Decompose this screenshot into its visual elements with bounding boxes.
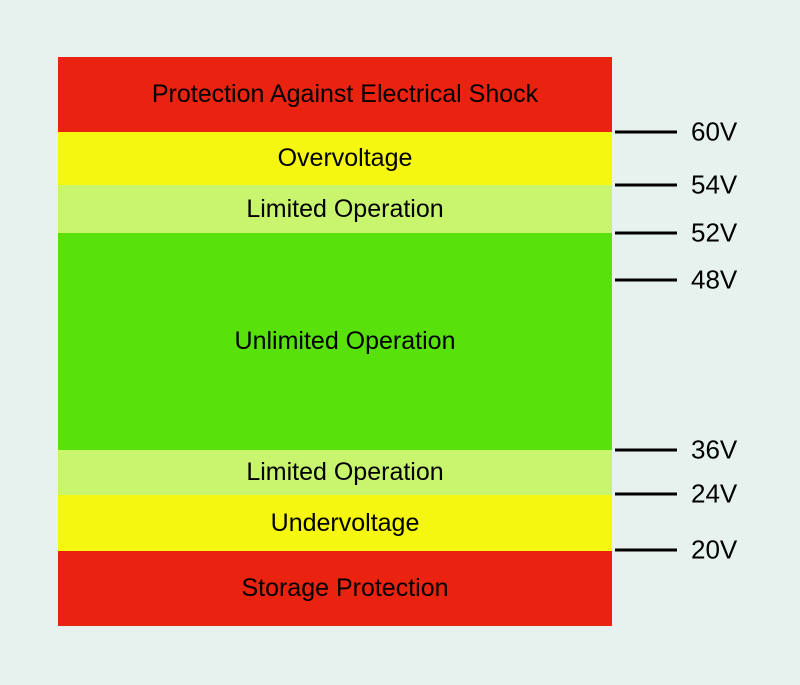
band-limited-operation: Limited Operation (58, 450, 612, 495)
tick-line (615, 183, 677, 187)
tick-24v: 24V (615, 479, 737, 510)
tick-label: 52V (691, 217, 738, 248)
tick-label: 36V (691, 434, 738, 465)
tick-line (615, 548, 677, 552)
tick-48v: 48V (615, 265, 737, 296)
band-label: Storage Protection (241, 574, 449, 602)
tick-label: 24V (691, 478, 738, 509)
band-undervoltage: Undervoltage (58, 495, 612, 551)
band-unlimited-operation: Unlimited Operation (58, 233, 612, 450)
tick-line (615, 448, 677, 452)
band-storage-protection: Storage Protection (58, 551, 612, 626)
tick-line (615, 278, 677, 282)
tick-label: 54V (691, 169, 738, 200)
tick-label: 20V (691, 534, 738, 565)
tick-54v: 54V (615, 170, 737, 201)
tick-label: 48V (691, 264, 738, 295)
band-label: Unlimited Operation (234, 327, 456, 355)
tick-line (615, 231, 677, 235)
band-label: Limited Operation (246, 458, 444, 486)
band-label: Undervoltage (270, 508, 420, 537)
tick-label: 60V (691, 116, 738, 147)
tick-line (615, 492, 677, 496)
tick-line (615, 130, 677, 134)
tick-36v: 36V (615, 435, 737, 466)
band-limited-operation: Limited Operation (58, 185, 612, 233)
band-protection-against-electrical-shock: Protection Against Electrical Shock (58, 57, 612, 132)
band-label: Limited Operation (246, 194, 444, 223)
tick-60v: 60V (615, 117, 737, 148)
band-label: Overvoltage (277, 144, 413, 172)
tick-52v: 52V (615, 218, 737, 249)
tick-20v: 20V (615, 535, 737, 566)
band-overvoltage: Overvoltage (58, 132, 612, 185)
band-label: Protection Against Electrical Shock (151, 80, 539, 108)
